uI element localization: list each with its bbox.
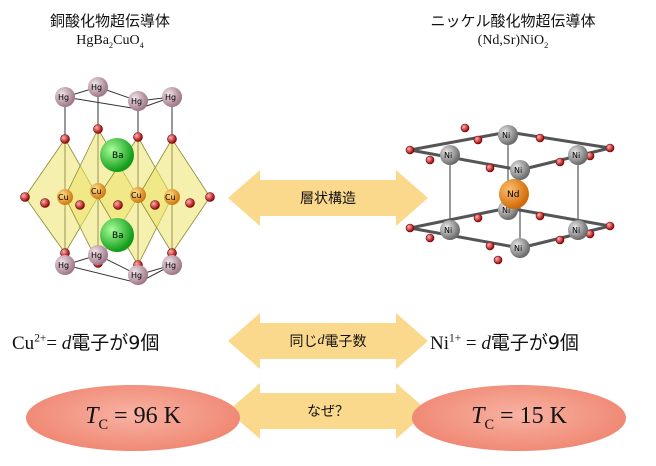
copper-atoms	[57, 183, 180, 205]
cu-label-2: Cu	[91, 187, 102, 196]
ni-label-8: Ni	[572, 226, 580, 235]
nio2-planes	[409, 130, 611, 250]
ba-label-bottom: Ba	[112, 231, 124, 241]
nickelate-crystal-structure: Ni Ni Ni Ni Ni Ni Ni Ni Nd	[405, 123, 615, 265]
left-title: 銅酸化物超伝導体	[49, 12, 170, 30]
hg-label-7: Hg	[131, 271, 142, 280]
hg-label-1: Hg	[58, 93, 69, 102]
right-d-electron-text: Ni1+ = d電子が9個	[430, 332, 579, 354]
hg-label-6: Hg	[91, 251, 102, 260]
nickelate-oxygen-atoms	[405, 123, 615, 265]
arrow-same-d-electrons-label: 同じ d 電子数	[289, 333, 367, 350]
arrow-same-d-electrons	[228, 313, 428, 369]
hg-label-8: Hg	[165, 261, 176, 270]
arrow-why-label: なぜ？	[307, 404, 349, 420]
hg-label-5: Hg	[58, 261, 69, 270]
cuprate-crystal-structure: Ba Ba Cu Cu Cu Cu Hg Hg Hg Hg Hg Hg Hg H…	[20, 77, 215, 285]
arrow-layered-structure-label: 層状構造	[300, 191, 356, 207]
hg-label-2: Hg	[91, 83, 102, 92]
cu-label-3: Cu	[131, 191, 142, 200]
ni-label-2: Ni	[502, 131, 510, 140]
hg-label-3: Hg	[131, 97, 142, 106]
ba-label-top: Ba	[112, 151, 124, 161]
ni-label-7: Ni	[514, 244, 522, 253]
right-tc-value: TC = 15 K	[471, 402, 567, 433]
neodymium-atom	[499, 179, 529, 209]
ni-label-3: Ni	[514, 166, 522, 175]
ni-label-4: Ni	[572, 151, 580, 160]
left-tc-ellipse: TC = 96 K	[26, 385, 240, 451]
nd-label: Nd	[507, 190, 519, 200]
right-title: ニッケル酸化物超伝導体	[430, 12, 596, 30]
mercury-atoms	[55, 77, 182, 285]
arrow-why	[228, 383, 428, 439]
ni-label-5: Ni	[444, 226, 452, 235]
barium-atoms	[100, 138, 134, 252]
cu-label-4: Cu	[165, 193, 176, 202]
right-tc-ellipse: TC = 15 K	[412, 385, 626, 451]
left-formula: HgBa2CuO4	[76, 33, 144, 50]
arrow-layered-structure	[228, 170, 428, 226]
hg-label-4: Hg	[165, 93, 176, 102]
right-formula: (Nd,Sr)NiO2	[477, 33, 549, 50]
cu-label-1: Cu	[58, 193, 69, 202]
left-d-electron-text: Cu2+= d電子が9個	[12, 332, 160, 354]
nickel-atoms	[440, 125, 588, 258]
ni-label-6: Ni	[502, 206, 510, 215]
left-tc-value: TC = 96 K	[85, 402, 181, 433]
ni-label-1: Ni	[444, 151, 452, 160]
